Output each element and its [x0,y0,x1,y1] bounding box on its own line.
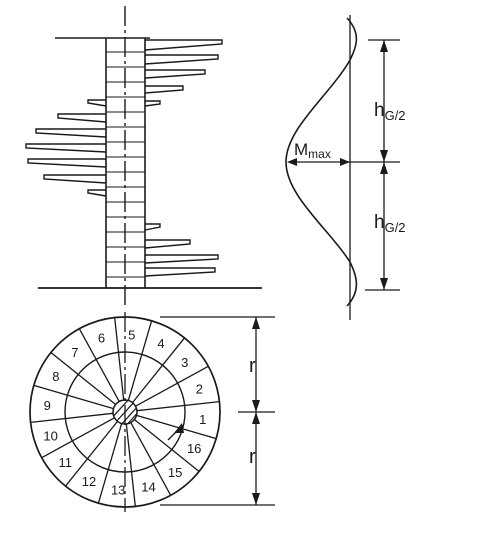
walk-line-circle [64,351,186,473]
step-number-4: 4 [157,336,164,351]
tread [87,189,107,197]
step-number-16: 16 [187,441,201,456]
tread [144,239,191,249]
step-divider-line [132,337,185,404]
moment-curve [285,17,358,307]
moment-diagram: Mmax hG/2 hG/2 [285,15,406,320]
step-number-6: 6 [98,331,105,346]
dim-arrow [380,278,388,290]
step-number-12: 12 [82,474,96,489]
outer-circle [29,316,221,508]
step-divider-line [30,412,114,423]
plan-dim-arrow [252,317,260,329]
column-core [112,399,138,425]
dim-arrow [380,40,388,52]
treads-right-upper [144,39,223,107]
step-number-7: 7 [71,345,78,360]
step-number-15: 15 [168,465,182,480]
dim-arrow [380,162,388,174]
plan-dim-arrow [252,412,260,424]
plan-step-lines [30,317,220,507]
plan-dim-arrow [252,400,260,412]
column-step-marks [106,51,145,278]
lower-radius-label: r [249,446,256,468]
step-divider-line [78,328,120,402]
treads-left [25,99,107,197]
step-number-8: 8 [52,369,59,384]
step-number-13: 13 [111,483,125,498]
step-number-2: 2 [196,382,203,397]
plan-dim-arrow [252,493,260,505]
tread [27,158,107,168]
step-number-5: 5 [128,327,135,342]
step-number-14: 14 [141,479,155,494]
step-divider-line [33,384,114,410]
tread [144,267,216,277]
lower-height-label: hG/2 [374,212,406,235]
tread [87,99,107,107]
tread [144,69,206,79]
entry-arrow [174,423,184,433]
tread [144,254,219,264]
step-divider-line [130,422,172,496]
step-divider-line [133,419,200,472]
step-divider-line [114,317,125,401]
tread [144,39,223,51]
mmax-label: Mmax [294,140,331,161]
mmax-arrowhead-left [287,158,297,166]
dim-arrow [380,150,388,162]
step-number-11: 11 [58,455,72,470]
step-divider-line [50,352,117,405]
tread [43,174,107,184]
step-divider-line [136,414,217,440]
step-divider-line [127,320,153,401]
step-divider-line [97,423,123,504]
step-number-1: 1 [199,412,206,427]
step-number-10: 10 [43,428,57,443]
step-divider-line [65,420,118,487]
entry-arrow-shaft [167,427,181,441]
upper-height-label: hG/2 [374,100,406,123]
tread [25,143,107,153]
treads-right-lower [144,223,219,277]
mmax-arrowhead-right [340,158,350,166]
tread [144,54,219,65]
tread [144,100,161,107]
step-number-9: 9 [44,398,51,413]
step-divider-line [136,401,220,412]
step-divider-line [135,365,209,407]
tread [35,128,107,138]
step-divider-line [125,423,136,507]
tread [57,113,107,123]
tread [144,85,184,94]
stair-elevation [25,6,262,308]
step-divider-line [41,417,115,459]
step-number-3: 3 [181,355,188,370]
upper-radius-label: r [249,355,256,377]
tread [144,223,161,231]
